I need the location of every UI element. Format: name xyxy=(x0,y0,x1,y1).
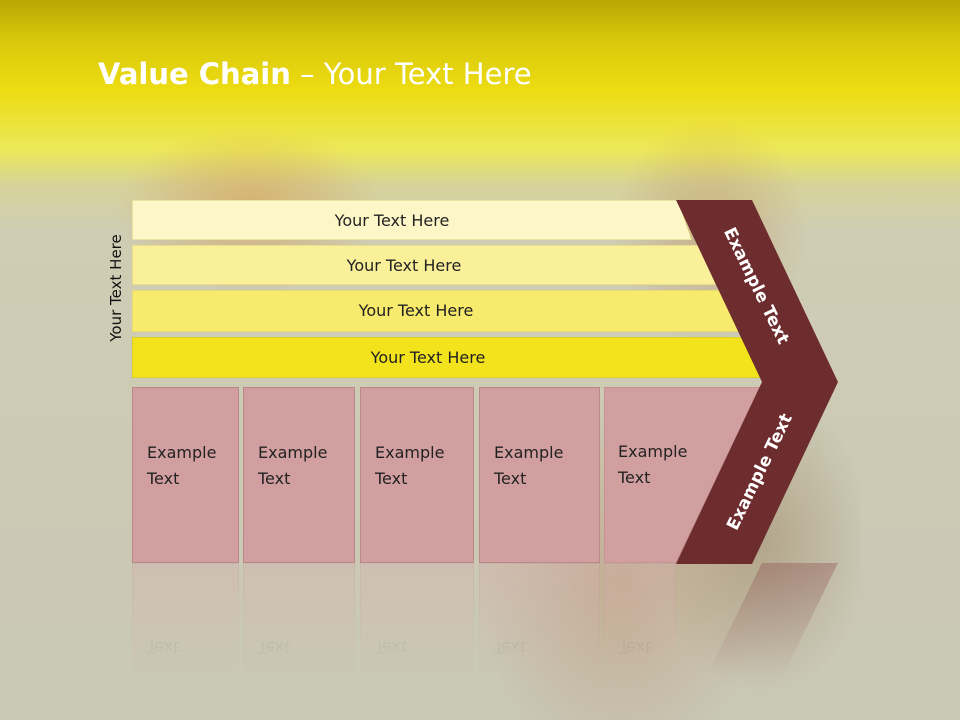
band-label: Your Text Here xyxy=(358,300,474,320)
primary-box-5[interactable]: Example Text xyxy=(604,387,764,563)
box-label: Example Text xyxy=(494,443,564,488)
reflection-box: Example Text xyxy=(132,563,239,703)
box-label: Example Text xyxy=(618,442,688,487)
primary-box-3[interactable]: Example Text xyxy=(360,387,474,563)
band-shape xyxy=(132,337,764,378)
primary-box-4[interactable]: Example Text xyxy=(479,387,600,563)
support-band-4[interactable]: Your Text Here xyxy=(132,337,764,378)
band-shape xyxy=(132,245,716,285)
reflection-chevron xyxy=(676,563,838,703)
band-label: Your Text Here xyxy=(346,255,462,275)
reflection-label: Example Text xyxy=(494,638,564,683)
reflection: Example Text Example Text Example Text E… xyxy=(0,563,960,703)
reflection-label: Example Text xyxy=(619,638,689,683)
band-label: Your Text Here xyxy=(334,210,450,230)
slide-title-bold: Value Chain xyxy=(98,57,291,91)
box-shape xyxy=(604,387,761,563)
support-band-1[interactable]: Your Text Here xyxy=(132,200,692,240)
slide-title: Value Chain – Your Text Here xyxy=(98,52,532,96)
reflection-label: Example Text xyxy=(258,638,328,683)
band-shape xyxy=(132,290,740,332)
reflection-box: Example Text xyxy=(360,563,474,703)
box-label: Example Text xyxy=(258,443,328,488)
reflection-box: Example Text xyxy=(243,563,355,703)
band-shape xyxy=(132,200,692,240)
band-label: Your Text Here xyxy=(370,347,486,367)
side-label: Your Text Here xyxy=(107,234,125,342)
primary-box-1[interactable]: Example Text xyxy=(132,387,239,563)
margin-chevron[interactable] xyxy=(676,200,842,564)
support-band-3[interactable]: Your Text Here xyxy=(132,290,740,332)
box-label: Example Text xyxy=(147,443,217,488)
reflection-box: Example Text xyxy=(604,563,688,703)
reflection-label: Example Text xyxy=(375,638,445,683)
reflection-label: Example Text xyxy=(147,638,217,683)
box-label: Example Text xyxy=(375,443,445,488)
reflection-box: Example Text xyxy=(479,563,600,703)
support-band-2[interactable]: Your Text Here xyxy=(132,245,716,285)
slide-title-rest: – Your Text Here xyxy=(290,57,532,91)
primary-box-2[interactable]: Example Text xyxy=(243,387,355,563)
